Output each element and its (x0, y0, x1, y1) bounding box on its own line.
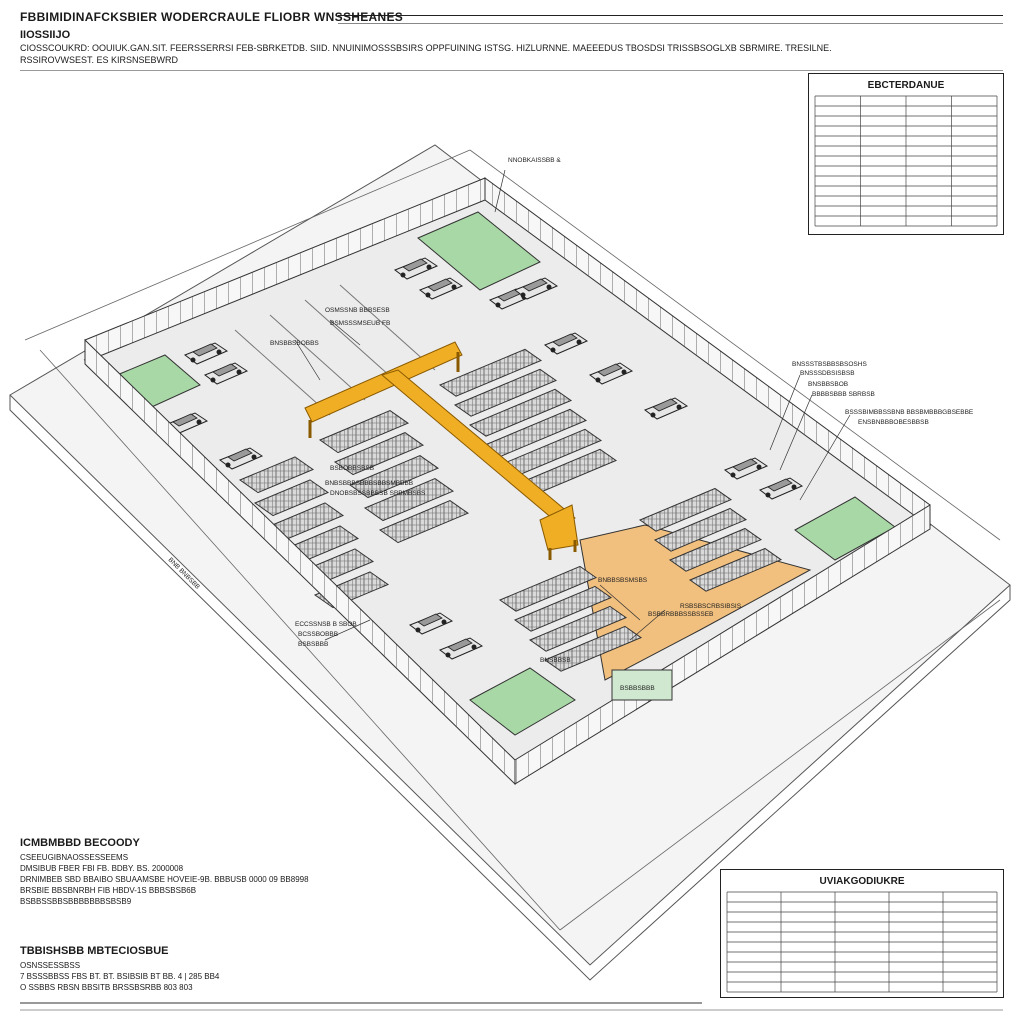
perimeter-walls (84, 177, 931, 786)
drawing-title: FBBIMIDINAFCKSBIER WODERCRAULE FLIOBR WN… (20, 10, 404, 24)
header-notes: CIOSSCOUKRD: OOUIUK.GAN.SIT. FEERSSERRSI… (20, 42, 920, 66)
green-zone (417, 211, 541, 291)
dimension-lines (24, 149, 1001, 931)
callout-label: RSBSBSCRBSIBSIS (680, 603, 742, 610)
storage-rack-icon (333, 432, 425, 476)
callout-label: BNSSSTBSBBSBSOSHS (792, 361, 867, 368)
callout-label: BNSBBSBOB (808, 381, 848, 388)
callout-label: BSSSBIMBBSSBNB BBSBMBBBGBSEBBE (845, 409, 974, 416)
schedule-table-grid (814, 95, 998, 227)
callout-label: BNBSBBBSBBBSBBSMBBBB (325, 480, 413, 487)
notes-line: 7 BSSSBBSS FBS BT. BT. BSIBSIB BT BB. 4 … (20, 972, 220, 981)
storage-rack-icon (653, 507, 748, 552)
callout-label: BNSBBSBOBBS (270, 340, 319, 347)
callout-label: ENSBNBBBOBESBBSB (858, 419, 929, 426)
notes-line: CSEEUGIBNAOSSESSEEMS (20, 853, 129, 862)
schedule-table-title: UVIAKGODIUKRE (819, 876, 905, 887)
forklift-icon (218, 447, 264, 470)
forklift-icon (513, 277, 559, 300)
forklift-icon (723, 457, 769, 480)
callout-label: ECCSSNSB B SBOB (295, 621, 357, 628)
callout-label: BNSBBSB (540, 657, 571, 664)
callout-label: BSMSSSMSEUB FB (330, 320, 390, 327)
forklift-icon (643, 397, 689, 420)
callout-labels: NNOBKAISSBB & OSMSSNB BBBSESB BSMSSSMSEU… (167, 157, 974, 692)
storage-rack-icon (688, 547, 783, 592)
storage-rack-icon (378, 500, 470, 544)
drawing-subtitle: IIOSSIIJO (20, 29, 71, 41)
forklift-icon (418, 277, 464, 300)
top-right-schedule-table: EBCTERDANUE (808, 73, 1004, 235)
perimeter-wall (514, 504, 931, 785)
loading-lanes (234, 284, 436, 416)
header-rule-bottom (20, 70, 1003, 71)
storage-rack-icon (318, 410, 410, 454)
notes-block-a: ICMBMBBD BECOODY CSEEUGIBNAOSSESSEEMS DM… (20, 838, 320, 907)
notes-line: OSNSSESSBSS (20, 961, 81, 970)
storage-rack-icon (238, 456, 315, 494)
callout-label: DNOBSBSSBBBSB SBBMBSBS (330, 490, 426, 497)
callout-label: BSBBRBBBSSBSSEB (648, 611, 713, 618)
overhead-crane-icon (304, 341, 579, 560)
storage-rack-icon (363, 478, 455, 522)
loading-door (611, 669, 673, 701)
storage-rack-icon (668, 527, 763, 572)
forklift-icon (408, 612, 454, 635)
site-slab-edge (9, 395, 1011, 981)
header-rule-top-2 (338, 23, 1003, 24)
storage-rack-icon (513, 585, 613, 632)
forklift-icon (543, 332, 589, 355)
callout-label: BSBOBBSBSB (330, 465, 374, 472)
header-note-line: RSSIROVWSEST. ES KIRSNSEBWRD (20, 55, 179, 65)
storage-rack-icon (253, 479, 330, 517)
notes-line: DMSIBUB FBER FBI FB. BDBY. BS. 2000008 (20, 864, 184, 873)
forklift-icon (203, 362, 249, 385)
header-note-line: CIOSSCOUKRD: OOUIUK.GAN.SIT. FEERSSERRSI… (20, 43, 832, 53)
storage-rack-icon (468, 388, 573, 437)
forklift-icon (758, 477, 804, 500)
callout-label: BBBBSBBB SBRBSB (812, 391, 875, 398)
callout-label: BNSSSDBSISBSB (800, 370, 855, 377)
header-rule-top (338, 15, 1003, 16)
callout-label: OSMSSNB BBBSESB (325, 307, 390, 314)
forklift-icon (588, 362, 634, 385)
storage-rack-icon (453, 368, 558, 417)
notes-line: DRNIMBEB SBD BBAIBO SBUAAMSBE HOVEIE-9B.… (20, 875, 309, 884)
storage-rack-icon (438, 348, 543, 397)
callout-label: NNOBKAISSBB & (508, 157, 561, 164)
notes-line: BRSBIE BBSBNRBH FIB HBDV-1S BBBSBSB6B (20, 886, 197, 895)
notes-block-b: TBBISHSBB MBTECIOSBUE OSNSSESSBSS 7 BSSS… (20, 946, 320, 993)
storage-rack-icon (638, 487, 733, 532)
notes-line: BSBBSSBBSBBBBBBBSBSB9 (20, 897, 132, 906)
notes-heading: TBBISHSBB MBTECIOSBUE (20, 945, 169, 957)
callout-label: BNBBSBSMSBS (598, 577, 648, 584)
callout-label: BSBBSBBB (620, 685, 655, 692)
callout-label: BCSSBOBBB (298, 631, 338, 638)
forklift-icon (438, 637, 484, 660)
callout-label: BSBSBBB (298, 641, 328, 648)
bottom-right-schedule-table: UVIAKGODIUKRE (720, 869, 1004, 998)
notes-heading: ICMBMBBD BECOODY (20, 837, 140, 849)
storage-racks (238, 348, 783, 672)
schedule-table-title: EBCTERDANUE (867, 80, 945, 91)
green-zone (469, 667, 576, 736)
forklift-icon (183, 342, 229, 365)
leader-lines (294, 169, 851, 641)
forklift-fleet (163, 257, 804, 660)
storage-rack-icon (543, 625, 643, 672)
forklift-icon (393, 257, 439, 280)
storage-rack-icon (528, 605, 628, 652)
schedule-table-grid (726, 891, 998, 993)
storage-rack-icon (348, 455, 440, 499)
storage-rack-icon (498, 565, 598, 612)
notes-line: O SSBBS RBSN BBSITB BRSSBSRBB 803 803 (20, 983, 193, 992)
